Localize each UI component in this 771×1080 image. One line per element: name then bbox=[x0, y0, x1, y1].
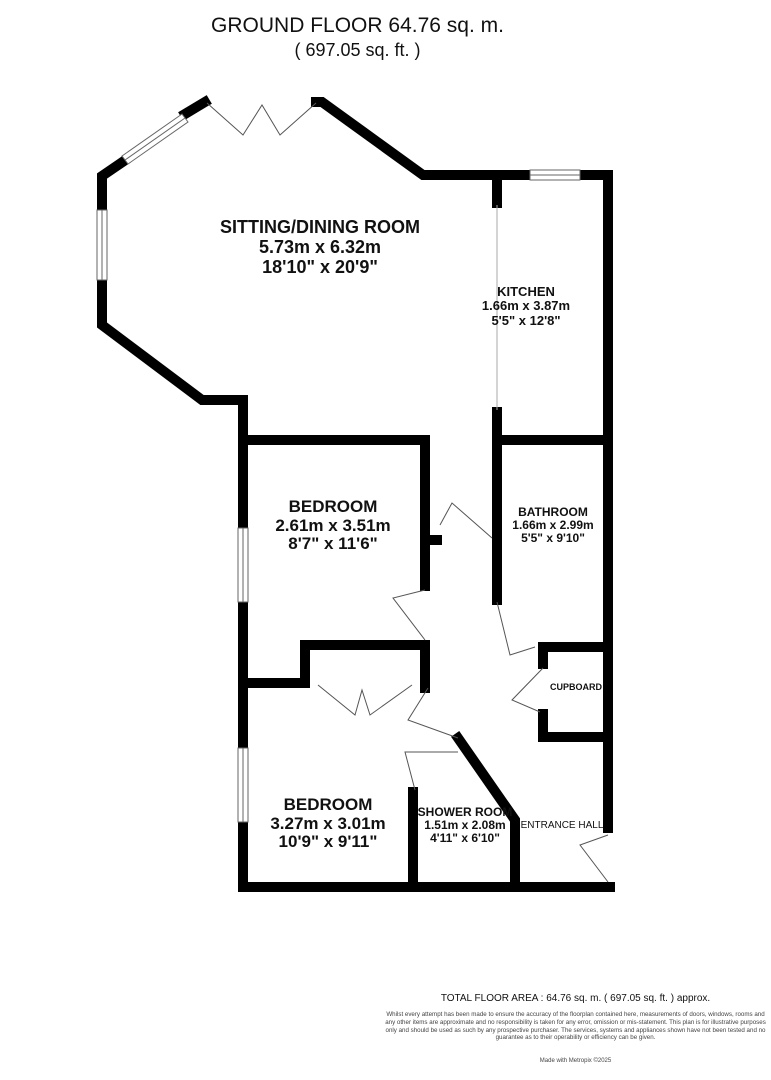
room-name: SITTING/DINING ROOM bbox=[220, 217, 420, 237]
room-metric: 5.73m x 6.32m bbox=[258, 236, 382, 257]
room-name: SHOWER ROOM bbox=[417, 805, 513, 819]
room-metric: 2.61m x 3.51m bbox=[275, 515, 391, 535]
floor-title: GROUND FLOOR 64.76 sq. m. bbox=[211, 14, 504, 37]
walls bbox=[97, 95, 615, 892]
outer-wall-north-east bbox=[311, 97, 535, 180]
doors bbox=[206, 102, 609, 883]
room-bedroom-2: BEDROOM 3.27m x 3.01m 10'9" x 9'11" bbox=[270, 795, 386, 852]
room-metric: 3.27m x 3.01m bbox=[270, 813, 386, 833]
room-entrance-hall: ENTRANCE HALL bbox=[521, 820, 604, 831]
room-name: KITCHEN bbox=[497, 284, 555, 299]
cupboard-walls bbox=[538, 642, 613, 669]
room-cupboard: CUPBOARD bbox=[549, 682, 603, 693]
room-bedroom-1: BEDROOM 2.61m x 3.51m 8'7" x 11'6" bbox=[275, 497, 391, 554]
room-sitting-dining: SITTING/DINING ROOM 5.73m x 6.32m 18'10"… bbox=[220, 217, 420, 277]
room-imperial: 5'5" x 9'10" bbox=[521, 531, 585, 546]
room-metric: 1.66m x 2.99m bbox=[512, 518, 594, 533]
windows bbox=[96, 113, 581, 823]
room-name: ENTRANCE HALL bbox=[520, 820, 604, 831]
made-with: Made with Metropix ©2025 bbox=[539, 1058, 612, 1064]
room-bathroom: BATHROOM 1.66m x 2.99m 5'5" x 9'10" bbox=[512, 505, 594, 546]
room-name: CUPBOARD bbox=[549, 682, 603, 692]
outer-wall-south-west bbox=[97, 275, 248, 533]
room-name: BEDROOM bbox=[283, 795, 373, 814]
outer-wall-west bbox=[97, 154, 131, 215]
room-shower: SHOWER ROOM 1.51m x 2.08m 4'11" x 6'10" bbox=[417, 805, 513, 846]
total-floor-area: TOTAL FLOOR AREA : 64.76 sq. m. ( 697.05… bbox=[440, 993, 711, 1004]
room-imperial: 8'7" x 11'6" bbox=[288, 534, 378, 554]
room-imperial: 18'10" x 20'9" bbox=[262, 256, 378, 277]
room-imperial: 4'11" x 6'10" bbox=[430, 831, 500, 846]
floor-area-sqft: ( 697.05 sq. ft. ) bbox=[294, 40, 421, 60]
wardrobe-walls bbox=[243, 640, 430, 693]
room-metric: 1.66m x 3.87m bbox=[481, 298, 571, 314]
room-metric: 1.51m x 2.08m bbox=[424, 818, 506, 833]
room-imperial: 10'9" x 9'11" bbox=[278, 832, 378, 852]
room-imperial: 5'5" x 12'8" bbox=[491, 312, 561, 328]
shower-wall-diagonal bbox=[451, 731, 520, 892]
outer-wall-north-west bbox=[178, 95, 212, 121]
room-name: BATHROOM bbox=[518, 505, 588, 519]
disclaimer: Whilst every attempt has been made to en… bbox=[385, 1011, 766, 1042]
room-name: BEDROOM bbox=[288, 497, 378, 516]
room-kitchen: KITCHEN 1.66m x 3.87m 5'5" x 12'8" bbox=[481, 284, 571, 328]
